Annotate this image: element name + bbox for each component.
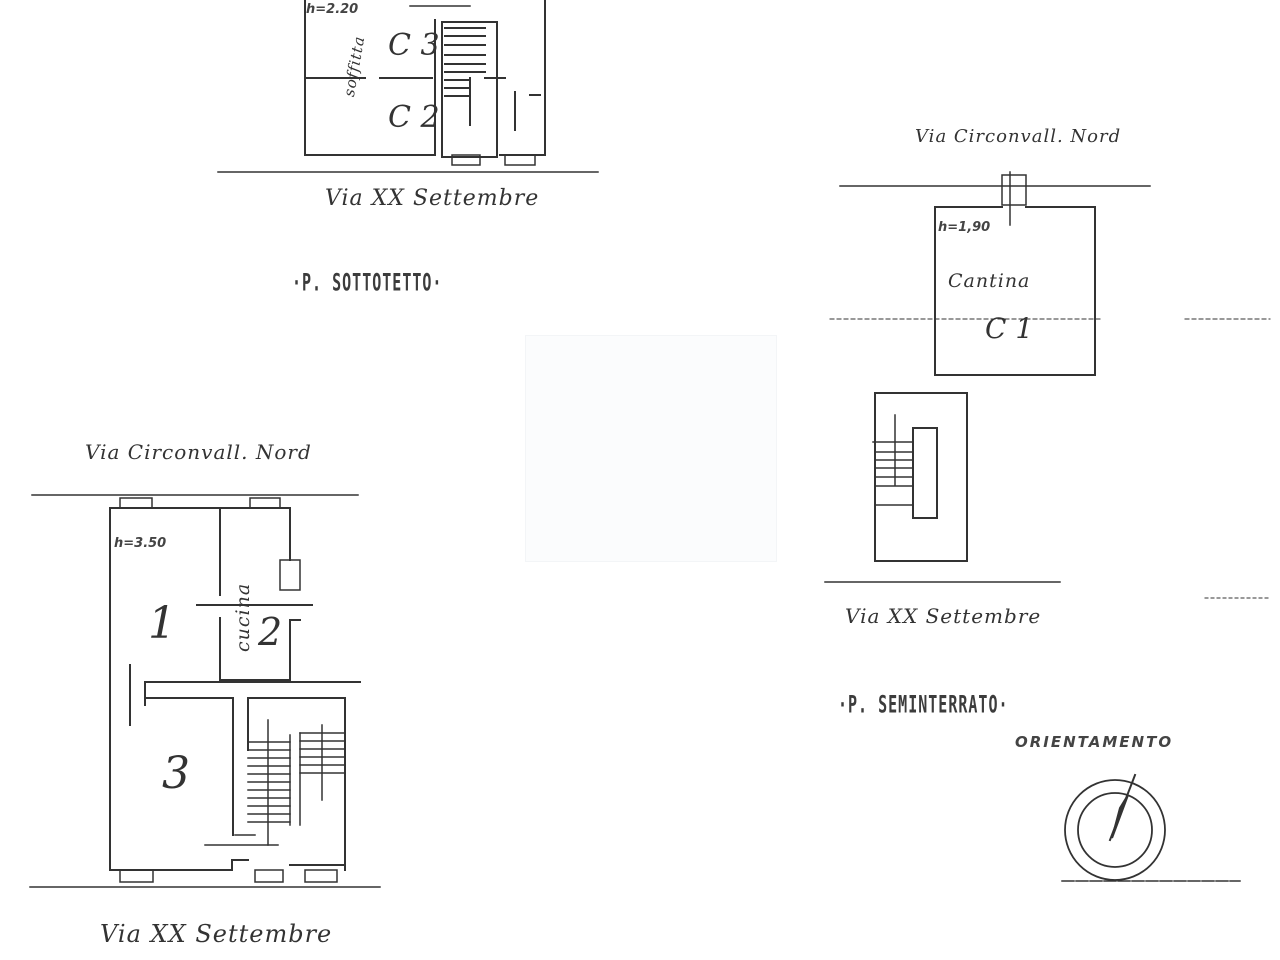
- room-c3: C 3: [388, 28, 440, 63]
- faint-watermark: [525, 335, 777, 562]
- room-c1: C 1: [985, 312, 1034, 345]
- primo-piano-plan: [29, 494, 381, 888]
- compass-drawing: [1061, 773, 1241, 882]
- primo-piano-street-bottom: Via XX Settembre: [100, 920, 333, 948]
- seminterrato-height: h=1,90: [938, 220, 991, 235]
- primo-piano-street-top: Via Circonvall. Nord: [85, 440, 312, 464]
- room-3: 3: [162, 748, 190, 799]
- sottotetto-plan: [217, 0, 599, 173]
- cantina-label: Cantina: [948, 270, 1031, 292]
- orientation-label: ORIENTAMENTO: [1015, 733, 1174, 751]
- seminterrato-street-bottom: Via XX Settembre: [845, 604, 1042, 628]
- primo-piano-height: h=3.50: [114, 536, 167, 551]
- sottotetto-height: h=2.20: [306, 2, 359, 17]
- sottotetto-title: ·P. SOTTOTETTO·: [292, 268, 443, 297]
- cucina-label: cucina: [232, 582, 254, 652]
- sottotetto-street-bottom: Via XX Settembre: [325, 186, 540, 211]
- room-c2: C 2: [388, 100, 440, 135]
- room-1: 1: [148, 598, 176, 649]
- seminterrato-title: ·P. SEMINTERRATO·: [838, 690, 1009, 719]
- seminterrato-plan: [824, 171, 1271, 599]
- room-2: 2: [258, 610, 283, 654]
- seminterrato-street-top: Via Circonvall. Nord: [915, 126, 1122, 147]
